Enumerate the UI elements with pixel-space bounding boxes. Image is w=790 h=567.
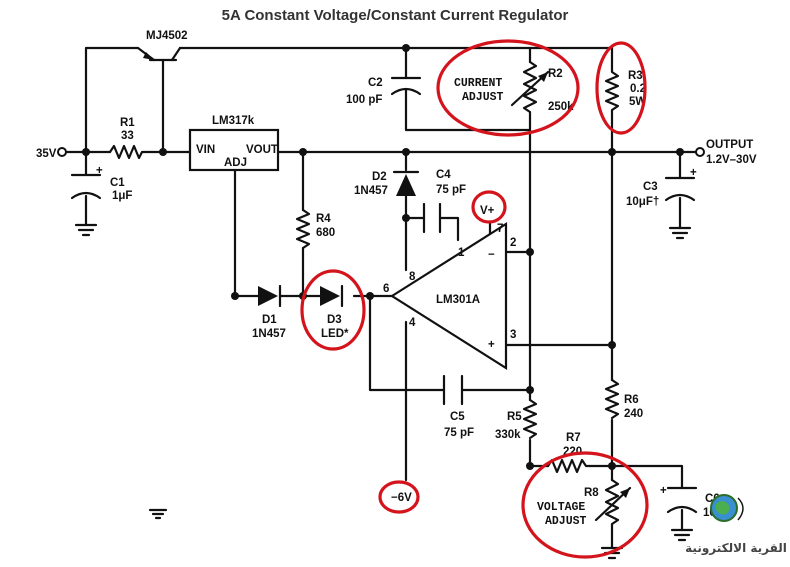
opamp-minus-sign: − [488, 249, 495, 261]
pin-7: 7 [497, 223, 503, 235]
capacitor-c5: C5 75 pF [442, 374, 474, 439]
pin-1: 1 [458, 247, 465, 259]
ground-misc [148, 508, 168, 520]
resistor-r7: R7 220 [546, 432, 592, 474]
c2-ref: C2 [368, 77, 383, 89]
v-plus-label: V+ [480, 205, 495, 217]
resistor-r6: R6 240 [604, 378, 643, 420]
c2-value: 100 pF [346, 94, 382, 106]
c3-ref: C3 [643, 181, 658, 193]
pin-4: 4 [409, 317, 416, 329]
diode-d1: D1 1N457 [252, 284, 286, 340]
c4-value: 75 pF [436, 184, 466, 196]
regulator-vout-label: VOUT [246, 144, 278, 156]
diode-d2: D2 1N457 [354, 170, 420, 197]
r1-value: 33 [121, 130, 134, 142]
watermark-text: القرية الالكترونية [685, 541, 787, 556]
capacitor-c4: C4 75 pF [422, 169, 466, 234]
r5-value: 330k [495, 429, 521, 441]
c5-ref: C5 [450, 411, 465, 423]
c1-plus: + [96, 165, 103, 177]
output-range-label: 1.2V–30V [706, 154, 757, 166]
input-terminal [57, 147, 67, 157]
d3-ref: D3 [327, 314, 342, 326]
regulator-label: LM317k [212, 115, 255, 127]
regulator-vin-label: VIN [196, 144, 215, 156]
current-adjust-line1: CURRENT [454, 77, 502, 90]
red-highlights [300, 39, 649, 559]
r3-ref: R3 [628, 70, 643, 82]
highlight-voltage-adjust [521, 451, 649, 559]
pin-3: 3 [510, 329, 516, 341]
d2-ref: D2 [372, 171, 387, 183]
r6-ref: R6 [624, 394, 639, 406]
r5-ref: R5 [507, 411, 522, 423]
voltage-adjust-line2: ADJUST [545, 515, 587, 528]
highlight-current-adjust [436, 39, 580, 137]
highlight-r3 [595, 41, 647, 135]
pin-2: 2 [510, 237, 516, 249]
resistor-r8: R8 [584, 478, 632, 532]
c3-value: 10μF† [626, 196, 659, 208]
ground-c3 [668, 226, 692, 240]
pin-6: 6 [383, 283, 389, 295]
resistor-r2: R2 250k [510, 60, 574, 120]
d1-ref: D1 [262, 314, 277, 326]
highlight-minus-6v [378, 480, 420, 514]
pin-8: 8 [409, 271, 416, 283]
r2-value: 250k [548, 101, 574, 113]
r4-ref: R4 [316, 213, 331, 225]
c1-value: 1μF [112, 190, 132, 202]
transistor-mj4502: MJ4502 [136, 30, 188, 72]
output-label: OUTPUT [706, 139, 753, 151]
highlight-v-plus [471, 190, 507, 224]
d2-value: 1N457 [354, 185, 388, 197]
c6-plus: + [660, 485, 667, 497]
capacitor-c1: + C1 1μF [70, 165, 132, 202]
c1-ref: C1 [110, 177, 125, 189]
r4-value: 680 [316, 227, 335, 239]
watermark-logo: القرية الالكترونية [685, 494, 787, 556]
opamp-plus-sign: + [488, 339, 495, 351]
r3-value: 0.2 [630, 83, 646, 95]
current-adjust-line2: ADJUST [462, 91, 504, 104]
d1-value: 1N457 [252, 328, 286, 340]
r8-ref: R8 [584, 487, 599, 499]
capacitor-c3: + C3 10μF† [626, 167, 697, 208]
resistor-r5: R5 330k [495, 398, 538, 441]
resistor-r1: R1 33 [108, 117, 148, 160]
r6-value: 240 [624, 408, 643, 420]
c3-plus: + [690, 167, 697, 179]
c4-ref: C4 [436, 169, 451, 181]
opamp-lm301a: LM301A − + 1 2 3 4 6 7 8 V+ −6V [383, 205, 516, 504]
input-voltage-label: 35V [36, 148, 57, 160]
r2-ref: R2 [548, 68, 563, 80]
c5-value: 75 pF [444, 427, 474, 439]
capacitor-c2: C2 100 pF [346, 70, 422, 106]
regulator-adj-label: ADJ [224, 157, 247, 169]
ground-c1 [74, 223, 98, 237]
output-terminal [695, 147, 705, 157]
junction-dots [82, 44, 684, 470]
diode-d3-led: D3 LED* [320, 284, 349, 340]
resistor-r4: R4 680 [295, 208, 335, 250]
opamp-label: LM301A [436, 294, 480, 306]
v-minus-label: −6V [391, 492, 412, 504]
diagram-title: 5A Constant Voltage/Constant Current Reg… [222, 7, 569, 24]
voltage-adjust-line1: VOLTAGE [537, 501, 585, 514]
r7-ref: R7 [566, 432, 581, 444]
r1-ref: R1 [120, 117, 135, 129]
ground-c6 [670, 528, 694, 542]
d3-value: LED* [321, 328, 349, 340]
lm317-regulator: LM317k VIN VOUT ADJ [188, 115, 280, 172]
transistor-label: MJ4502 [146, 30, 188, 42]
highlight-d3-led [300, 269, 366, 351]
